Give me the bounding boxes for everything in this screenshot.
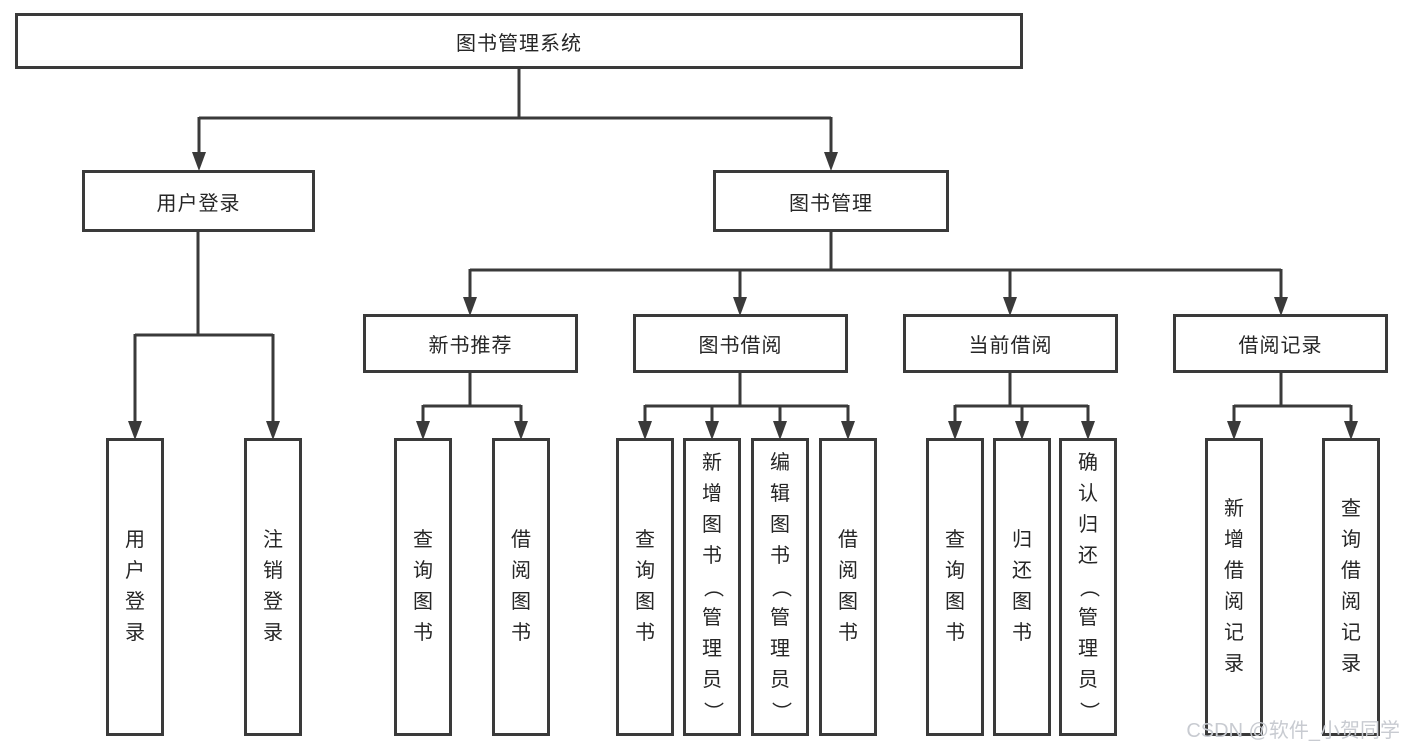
leaf-user-login: 用户登录 [106, 438, 164, 736]
connector-book-borrowing [643, 373, 850, 423]
node-current-borrowing: 当前借阅 [903, 314, 1118, 373]
connector-user-login [133, 232, 275, 423]
connector-book-management [468, 232, 1283, 299]
leaf-logout: 注销登录 [244, 438, 302, 736]
arrowheads [128, 152, 1358, 440]
node-book-management: 图书管理 [713, 170, 949, 232]
node-new-book-recommend: 新书推荐 [363, 314, 578, 373]
leaf-query-book-current: 查询图书 [926, 438, 984, 736]
node-library-management-system: 图书管理系统 [15, 13, 1023, 69]
leaf-query-book-borrowing: 查询图书 [616, 438, 674, 736]
leaf-add-book-admin: 新增图书（管理员） [683, 438, 741, 736]
leaf-add-borrow-record: 新增借阅记录 [1205, 438, 1263, 736]
node-user-login: 用户登录 [82, 170, 315, 232]
connector-current-borrowing [953, 373, 1090, 423]
leaf-return-book: 归还图书 [993, 438, 1051, 736]
leaf-query-borrow-record: 查询借阅记录 [1322, 438, 1380, 736]
node-book-borrowing: 图书借阅 [633, 314, 848, 373]
leaf-edit-book-admin: 编辑图书（管理员） [751, 438, 809, 736]
connector-new-book-recommend [421, 373, 523, 423]
connector-root [197, 68, 833, 154]
leaf-borrow-book: 借阅图书 [819, 438, 877, 736]
leaf-confirm-return-admin: 确认归还（管理员） [1059, 438, 1117, 736]
leaf-query-book-recommend: 查询图书 [394, 438, 452, 736]
connector-borrowing-records [1232, 373, 1353, 423]
csdn-watermark: CSDN @软件_小贺同学 [1186, 720, 1400, 742]
leaf-borrow-book-recommend: 借阅图书 [492, 438, 550, 736]
node-borrowing-records: 借阅记录 [1173, 314, 1388, 373]
